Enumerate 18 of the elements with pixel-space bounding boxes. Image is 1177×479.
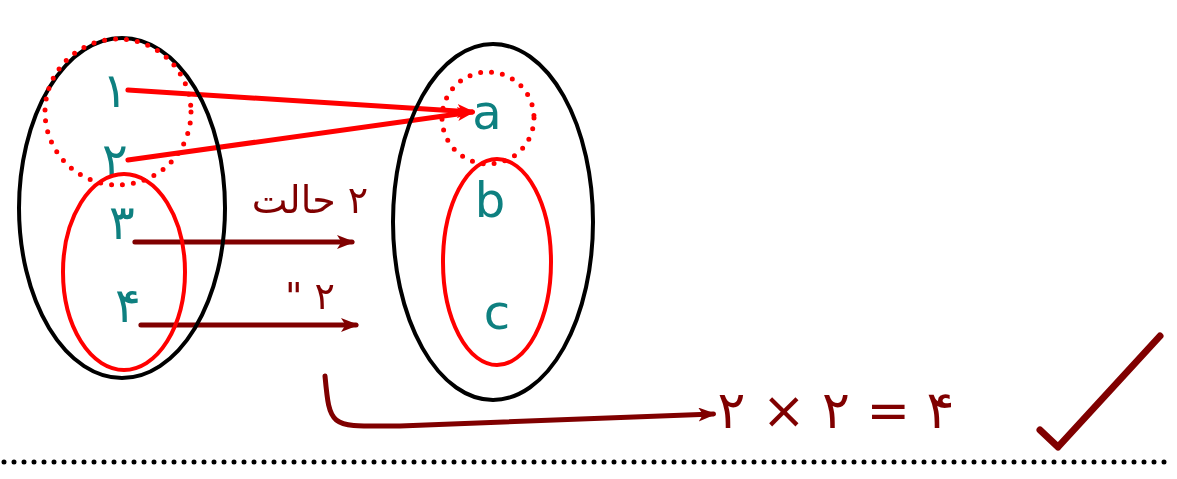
arrow: [125, 87, 475, 119]
arrow: [138, 318, 359, 332]
element-label: ۱: [102, 66, 128, 114]
element-label: b: [474, 176, 506, 224]
set-ellipse: [391, 42, 595, 402]
arrow: [132, 235, 355, 249]
element-label: ۴: [115, 281, 141, 329]
arrow: [125, 106, 475, 163]
element-label: ۳: [109, 198, 135, 246]
dotted-circle: [43, 37, 193, 187]
curved-arrow: [322, 373, 716, 429]
element-label: a: [472, 88, 502, 136]
equation-text: ۲ × ۲ = ۴: [717, 384, 955, 436]
set-ellipse: [17, 36, 227, 380]
element-label: c: [483, 288, 511, 336]
dotted-circle: [440, 70, 536, 166]
subset-ellipse: [441, 157, 553, 367]
element-label: ۲: [102, 136, 128, 184]
